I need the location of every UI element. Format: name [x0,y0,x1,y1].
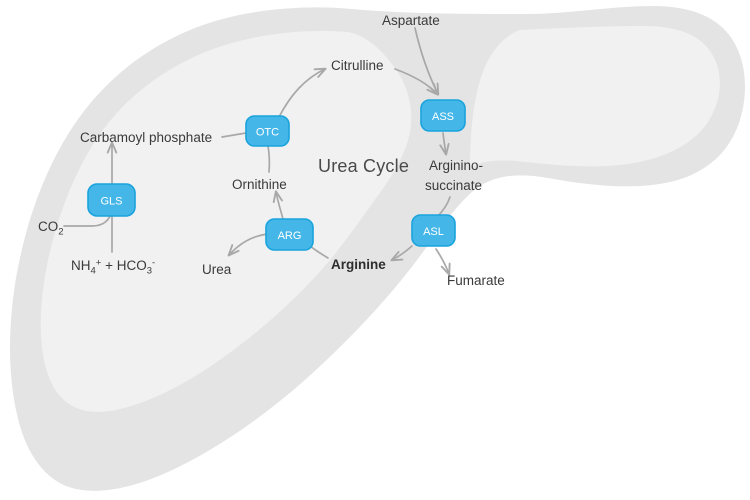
enzyme-box-ass[interactable] [420,99,466,132]
liver-inner-right-lobe [470,26,720,168]
enzyme-node-otc[interactable]: OTC [245,115,290,147]
enzyme-label-otc: OTC [256,127,279,139]
metabolite-label-fumarate: Fumarate [447,273,505,288]
enzyme-label-asl: ASL [423,226,444,238]
enzyme-box-arg[interactable] [265,218,314,251]
metabolite-label-argininosuccinate-line2: succinate [425,178,482,193]
connector-ornithine-to-otc [267,145,271,173]
connector-carbamoyl-phosphate-to-otc [221,132,247,138]
enzyme-box-otc[interactable] [245,115,290,147]
arrow-arg-to-ornithine [272,190,284,220]
metabolite-label-ammonium-bicarbonate: NH4+ + HCO3- [71,258,155,277]
metabolite-label-carbamoyl-phosphate: Carbamoyl phosphate [80,130,212,145]
arrow-aspartate-to-ass [414,27,440,96]
pathway-arrows [63,27,451,276]
metabolite-label-citrulline: Citrulline [331,58,384,73]
metabolite-label-ornithine: Ornithine [232,177,287,192]
metabolite-label-arginine: Arginine [331,257,386,272]
metabolite-label-argininosuccinate-line1: Arginino- [429,158,483,173]
enzyme-node-ass[interactable]: ASS [420,99,466,132]
enzyme-node-arg[interactable]: ARG [265,218,314,251]
metabolite-label-co2: CO2 [38,219,64,238]
arrow-asl-to-fumarate [435,248,451,276]
metabolite-labels: CO2 NH4+ + HCO3- Carbamoyl phosphate Orn… [38,13,505,288]
arrow-otc-to-citrulline [278,67,327,118]
enzyme-box-asl[interactable] [411,214,456,247]
arrow-arg-to-urea [227,233,269,257]
enzyme-label-ass: ASS [432,111,454,123]
enzyme-node-gls[interactable]: GLS [87,183,136,217]
liver-inner-left-lobe [40,31,412,412]
cycle-title: Urea Cycle [318,156,409,176]
metabolite-label-urea: Urea [202,262,232,277]
enzyme-label-arg: ARG [278,230,302,242]
arrow-ass-to-argininosuccinate [439,132,450,156]
metabolite-label-aspartate: Aspartate [382,13,440,28]
enzyme-node-asl[interactable]: ASL [411,214,456,247]
enzyme-box-gls[interactable] [87,183,136,217]
arrow-asl-to-arginine [390,245,413,262]
liver-silhouette [10,6,746,491]
enzyme-label-gls: GLS [100,196,122,208]
enzyme-nodes: GLS OTC ASS ASL ARG [87,99,466,251]
